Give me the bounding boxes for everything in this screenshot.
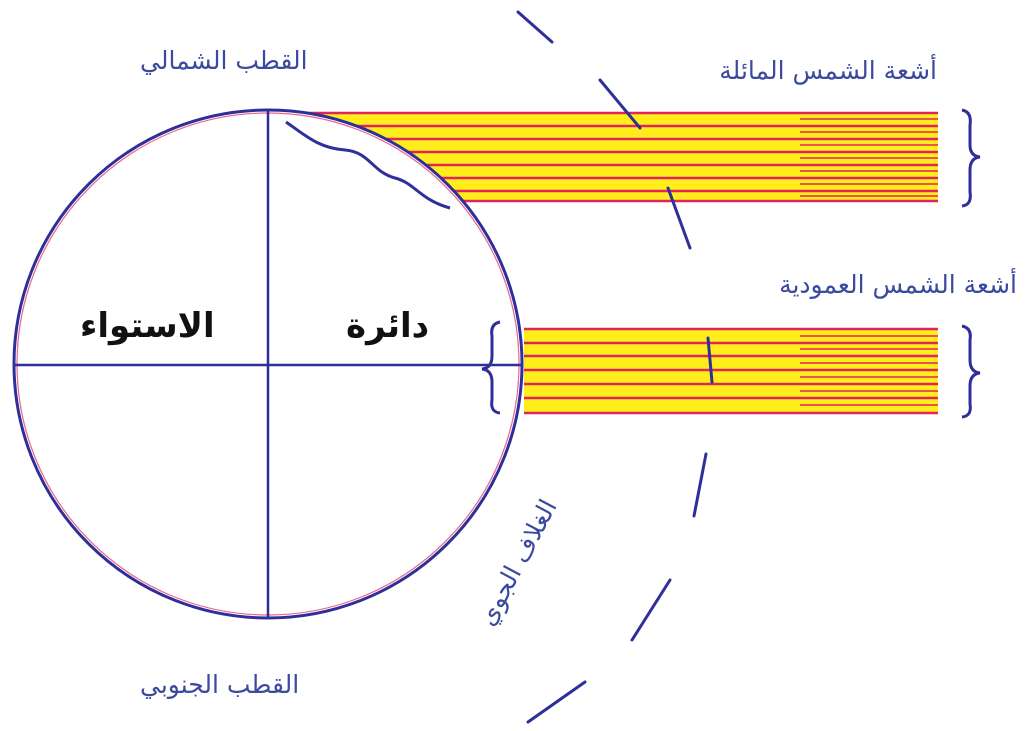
equator-label-word1: الاستواء <box>80 306 215 346</box>
south-pole-label: القطب الجنوبي <box>140 670 300 699</box>
brace-oblique-icon <box>961 108 981 208</box>
vertical-rays-label: أشعة الشمس العمودية <box>779 270 1017 299</box>
brace-surface-icon <box>481 320 501 415</box>
oblique-illuminated-area <box>285 120 451 210</box>
vertical-rays-band <box>524 327 938 415</box>
brace-icons <box>481 108 981 419</box>
north-pole-label: القطب الشمالي <box>140 46 308 75</box>
brace-vertical-icon <box>961 324 981 419</box>
atmosphere-arc <box>516 10 714 724</box>
equator-label-word2: دائرة <box>346 306 430 346</box>
earth-globe <box>12 108 524 620</box>
oblique-rays-label: أشعة الشمس المائلة <box>719 56 937 85</box>
